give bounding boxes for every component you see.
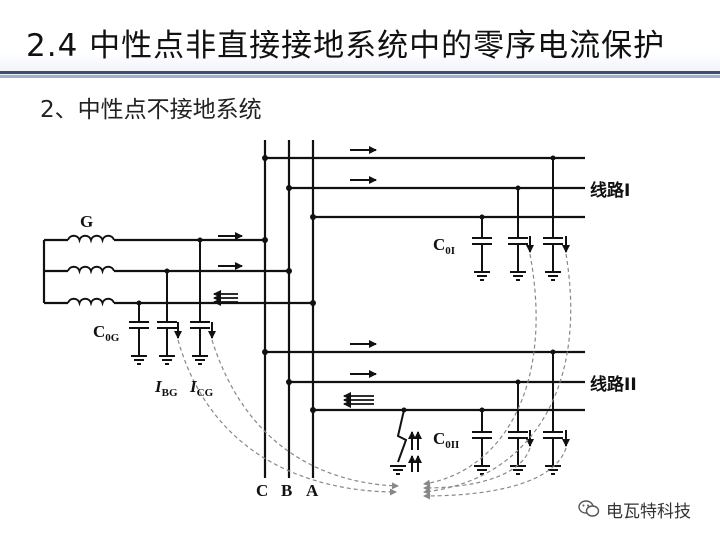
section-subtitle: 2、中性点不接地系统 <box>40 97 262 123</box>
return-current-paths <box>177 253 572 500</box>
header-divider <box>0 71 720 74</box>
slide-header <box>0 0 720 75</box>
watermark: 电瓦特科技 <box>578 496 691 522</box>
current-label-ibg: IBG <box>154 377 178 399</box>
bus-label-b: B <box>281 481 292 500</box>
bus-label-a: A <box>306 481 319 500</box>
generator-label: G <box>80 212 93 231</box>
watermark-text: 电瓦特科技 <box>606 501 691 522</box>
line1-label: 线路I <box>590 180 630 201</box>
line1-capacitor-label: C0I <box>433 235 455 257</box>
fault-branch <box>390 409 408 475</box>
grounded-capacitors <box>129 158 563 475</box>
current-label-icg: ICG <box>189 377 214 399</box>
line2-capacitor-label: C0II <box>433 429 459 451</box>
line2-label: 线路II <box>590 374 637 395</box>
header-divider-light <box>0 75 720 78</box>
generator-capacitor-label: C0G <box>93 322 120 344</box>
current-arrows <box>174 146 570 472</box>
generator-windings <box>67 234 115 307</box>
slide-title: 2.4 中性点非直接接地系统中的零序电流保护 <box>26 28 666 64</box>
bus-label-c: C <box>256 481 268 500</box>
wechat-icon <box>578 500 600 517</box>
zero-sequence-arrows <box>213 290 374 408</box>
